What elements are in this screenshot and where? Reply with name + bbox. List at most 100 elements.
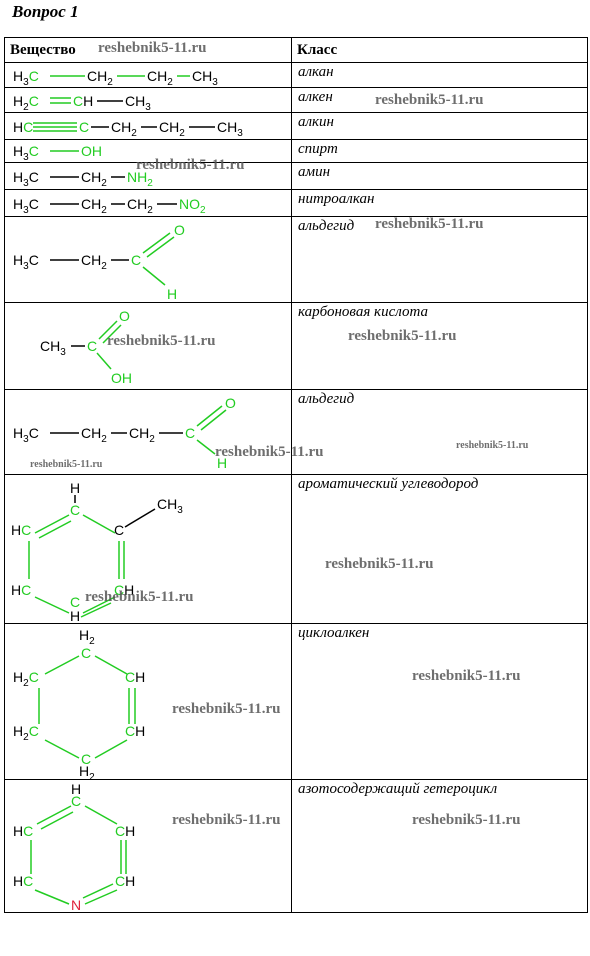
svg-text:H2: H2 xyxy=(79,627,95,647)
svg-text:OH: OH xyxy=(111,370,132,386)
class-cell: ароматический углеводород xyxy=(291,474,588,624)
svg-text:CH3: CH3 xyxy=(157,496,183,516)
class-cell: альдегид xyxy=(291,389,588,475)
svg-text:H2C: H2C xyxy=(13,669,39,689)
table-row: H3C CH2 CH2 CH3 алкан xyxy=(4,62,588,88)
svg-text:CH2: CH2 xyxy=(81,425,107,445)
svg-text:C: C xyxy=(81,751,91,767)
formula-cell: H C HC C CH3 HC CH xyxy=(4,474,292,624)
svg-text:H3C: H3C xyxy=(13,196,39,216)
formula-propanal: H3C CH2 C O H xyxy=(13,222,185,302)
table-row: H3C CH2 C O H альдегид xyxy=(4,216,588,303)
svg-text:CH3: CH3 xyxy=(217,119,243,139)
svg-text:H: H xyxy=(71,781,81,797)
class-cell: алкин xyxy=(291,112,588,140)
svg-text:HC: HC xyxy=(13,823,33,839)
svg-text:H3C: H3C xyxy=(13,143,39,162)
svg-text:CH: CH xyxy=(114,582,134,598)
svg-text:CH: CH xyxy=(73,93,93,109)
formula-cell: H3C CH2 NH2 xyxy=(4,162,292,190)
svg-text:CH2: CH2 xyxy=(81,252,107,272)
svg-text:HC: HC xyxy=(11,522,31,538)
watermark: reshebnik5-11.ru xyxy=(30,459,103,470)
table-row: CH3 C O OH карбоновая кислота xyxy=(4,302,588,390)
formula-cyclohexene: H2 C H2C CH H2C CH C H2 xyxy=(13,627,145,779)
formula-propane: H3C CH2 CH2 CH3 xyxy=(13,68,218,87)
svg-text:N: N xyxy=(71,897,81,912)
svg-text:CH3: CH3 xyxy=(40,338,66,358)
table-row: H3C CH2 CH2 C O H альдегид xyxy=(4,389,588,475)
watermark: reshebnik5-11.ru xyxy=(375,92,484,108)
svg-text:HC: HC xyxy=(13,873,33,889)
svg-text:CH3: CH3 xyxy=(125,93,151,112)
formula-butanal: H3C CH2 CH2 C O H xyxy=(13,395,236,471)
formula-acetic-acid: CH3 C O OH xyxy=(40,308,132,386)
table-header-row: Вещество Класс xyxy=(4,37,588,63)
svg-text:CH2: CH2 xyxy=(147,68,173,87)
svg-text:CH2: CH2 xyxy=(111,119,137,139)
watermark: reshebnik5-11.ru xyxy=(172,812,281,828)
formula-cell: H3C CH2 CH2 CH3 xyxy=(4,62,292,88)
svg-text:H: H xyxy=(70,608,80,623)
svg-text:H: H xyxy=(167,286,177,302)
svg-text:H3C: H3C xyxy=(13,169,39,189)
svg-text:NH2: NH2 xyxy=(127,169,153,189)
formula-butyne: HC C CH2 CH2 CH3 xyxy=(13,119,243,139)
formula-methanol: H3C OH xyxy=(13,143,102,162)
watermark: reshebnik5-11.ru xyxy=(215,444,324,460)
svg-text:CH: CH xyxy=(125,723,145,739)
svg-text:CH: CH xyxy=(125,669,145,685)
substance-class-table: Вещество Класс H3C CH2 CH2 CH3 алкан H2C… xyxy=(4,37,588,913)
formula-pyridine: H C HC CH HC CH N xyxy=(13,781,135,912)
svg-text:HC: HC xyxy=(11,582,31,598)
class-cell: амин xyxy=(291,162,588,190)
svg-text:CH2: CH2 xyxy=(159,119,185,139)
table-row: H C HC C CH3 HC CH xyxy=(4,474,588,624)
svg-text:O: O xyxy=(119,308,130,324)
formula-cell: H2 C H2C CH H2C CH C H2 xyxy=(4,623,292,780)
class-cell: спирт xyxy=(291,139,588,163)
watermark: reshebnik5-11.ru xyxy=(172,701,281,717)
svg-text:CH2: CH2 xyxy=(127,196,153,216)
table-row: H3C CH2 NH2 амин xyxy=(4,162,588,190)
watermark: reshebnik5-11.ru xyxy=(325,556,434,572)
formula-ethylamine: H3C CH2 NH2 xyxy=(13,169,153,189)
svg-text:C: C xyxy=(131,252,141,268)
svg-text:C: C xyxy=(185,425,195,441)
class-cell: карбоновая кислота xyxy=(291,302,588,390)
svg-text:O: O xyxy=(225,395,236,411)
formula-cell: H3C CH2 CH2 NO2 xyxy=(4,189,292,217)
svg-text:OH: OH xyxy=(81,143,102,159)
class-cell: циклоалкен xyxy=(291,623,588,780)
svg-text:CH2: CH2 xyxy=(87,68,113,87)
svg-text:CH: CH xyxy=(115,873,135,889)
formula-toluene: H C HC C CH3 HC CH xyxy=(11,480,183,623)
header-class: Класс xyxy=(291,37,588,63)
svg-text:H3C: H3C xyxy=(13,68,39,87)
svg-text:C: C xyxy=(71,793,81,809)
table-row: H3C OH спирт xyxy=(4,139,588,163)
watermark: reshebnik5-11.ru xyxy=(85,589,194,605)
svg-text:HC: HC xyxy=(13,119,33,135)
watermark: reshebnik5-11.ru xyxy=(412,668,521,684)
svg-text:CH2: CH2 xyxy=(129,425,155,445)
watermark: reshebnik5-11.ru xyxy=(98,40,207,56)
table-row: H2 C H2C CH H2C CH C H2 циклоалкен xyxy=(4,623,588,780)
svg-text:H2C: H2C xyxy=(13,93,39,112)
table-row: H2C CH CH3 алкен xyxy=(4,87,588,113)
svg-text:H: H xyxy=(217,455,227,471)
table-row: H C HC CH HC CH N азотосодержащий гетеро… xyxy=(4,779,588,913)
svg-text:CH2: CH2 xyxy=(81,169,107,189)
svg-text:H: H xyxy=(70,480,80,496)
svg-text:C: C xyxy=(70,502,80,518)
svg-text:C: C xyxy=(114,522,124,538)
svg-text:CH: CH xyxy=(115,823,135,839)
svg-text:H2: H2 xyxy=(79,763,95,779)
svg-text:H3C: H3C xyxy=(13,425,39,445)
svg-text:H2C: H2C xyxy=(13,723,39,743)
watermark: reshebnik5-11.ru xyxy=(136,157,245,173)
svg-text:O: O xyxy=(174,222,185,238)
formula-cell: H C HC CH HC CH N xyxy=(4,779,292,913)
class-cell: азотосодержащий гетероцикл xyxy=(291,779,588,913)
formula-propene: H2C CH CH3 xyxy=(13,93,151,112)
